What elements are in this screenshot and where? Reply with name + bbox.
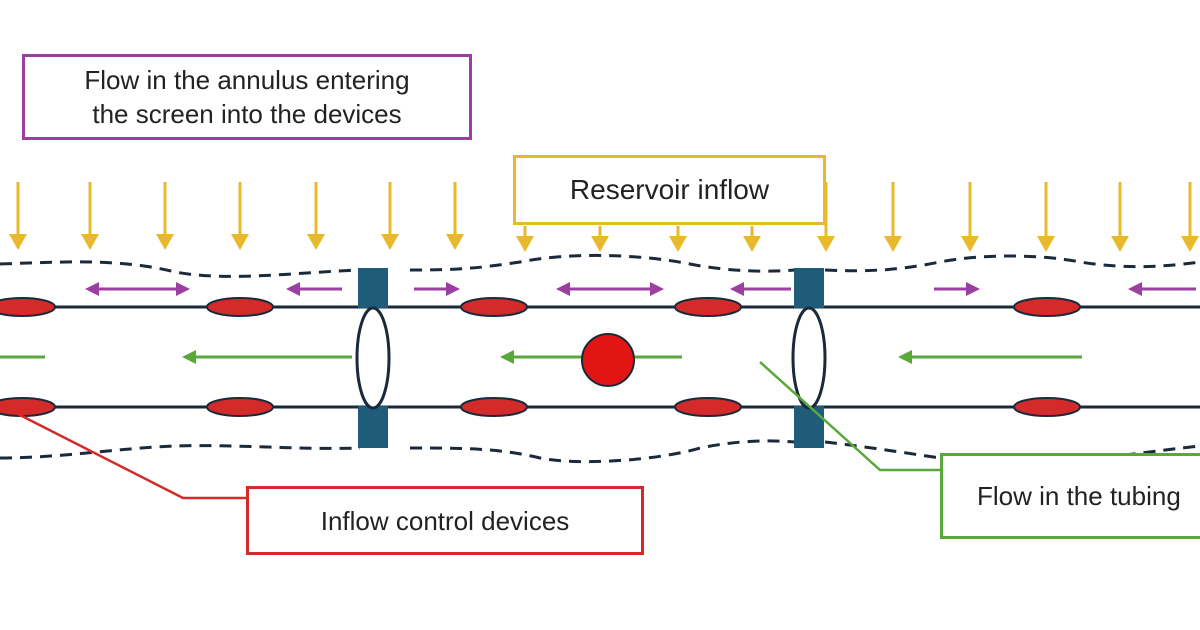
packer bbox=[355, 268, 391, 448]
icd-marker bbox=[0, 297, 56, 317]
reservoir-inflow-arrow bbox=[817, 182, 835, 252]
reservoir-inflow-arrows bbox=[9, 182, 1199, 252]
annulus-flow-arrows bbox=[85, 282, 1196, 296]
reservoir-inflow-arrow bbox=[307, 182, 325, 250]
tubing-flow-arrows bbox=[0, 350, 1082, 364]
inflow-control-device-markers bbox=[0, 297, 1081, 417]
reservoir-inflow-arrow bbox=[9, 182, 27, 250]
icd-marker bbox=[206, 297, 274, 317]
ball-marker bbox=[581, 333, 635, 387]
tubing-flow-arrow bbox=[182, 350, 352, 364]
reservoir-inflow-arrow bbox=[1181, 182, 1199, 252]
icd-marker bbox=[1013, 297, 1081, 317]
packers bbox=[355, 268, 827, 448]
reservoir-inflow-arrow bbox=[81, 182, 99, 250]
callout-leader-lines bbox=[9, 361, 940, 500]
annulus-flow-arrow bbox=[286, 282, 342, 296]
reservoir-inflow-label: Reservoir inflow bbox=[513, 155, 826, 225]
reservoir-inflow-arrow bbox=[381, 182, 399, 250]
reservoir-inflow-arrow bbox=[591, 226, 609, 252]
screen-outline-top bbox=[0, 253, 1200, 278]
annulus-flow-label-line2: the screen into the devices bbox=[92, 99, 402, 129]
sand-screen-outlines bbox=[0, 253, 1200, 464]
reservoir-inflow-arrow bbox=[446, 182, 464, 250]
icd-marker bbox=[460, 297, 528, 317]
icd-marker bbox=[206, 397, 274, 417]
packer bbox=[791, 268, 827, 448]
icd-marker bbox=[674, 397, 742, 417]
tubing-flow-label: Flow in the tubing bbox=[940, 453, 1200, 539]
reservoir-inflow-arrow bbox=[669, 226, 687, 252]
icd-marker bbox=[460, 397, 528, 417]
reservoir-inflow-arrow bbox=[156, 182, 174, 250]
reservoir-inflow-arrow bbox=[231, 182, 249, 250]
screen-outline-bottom bbox=[0, 439, 1200, 464]
inflow-control-devices-label: Inflow control devices bbox=[246, 486, 644, 555]
base-pipe bbox=[0, 305, 1200, 409]
annulus-flow-arrow bbox=[730, 282, 791, 296]
annulus-flow-arrow bbox=[556, 282, 664, 296]
annulus-flow-arrow bbox=[85, 282, 190, 296]
reservoir-inflow-arrow bbox=[961, 182, 979, 252]
reservoir-inflow-arrow bbox=[743, 226, 761, 252]
icd-marker bbox=[0, 397, 56, 417]
icd-marker bbox=[674, 297, 742, 317]
reservoir-inflow-arrow bbox=[1111, 182, 1129, 252]
tubing-flow-arrow bbox=[898, 350, 1082, 364]
reservoir-inflow-arrow bbox=[1037, 182, 1055, 252]
annulus-flow-label: Flow in the annulus entering the screen … bbox=[22, 54, 472, 140]
tubing-leader-line bbox=[759, 361, 940, 472]
icd-marker bbox=[1013, 397, 1081, 417]
annulus-flow-arrow bbox=[414, 282, 460, 296]
reservoir-inflow-arrow bbox=[516, 226, 534, 252]
reservoir-inflow-arrow bbox=[884, 182, 902, 252]
annulus-flow-arrow bbox=[934, 282, 980, 296]
annulus-flow-label-line1: Flow in the annulus entering bbox=[84, 65, 410, 95]
icd-leader-line bbox=[9, 408, 246, 500]
annulus-flow-arrow bbox=[1128, 282, 1196, 296]
